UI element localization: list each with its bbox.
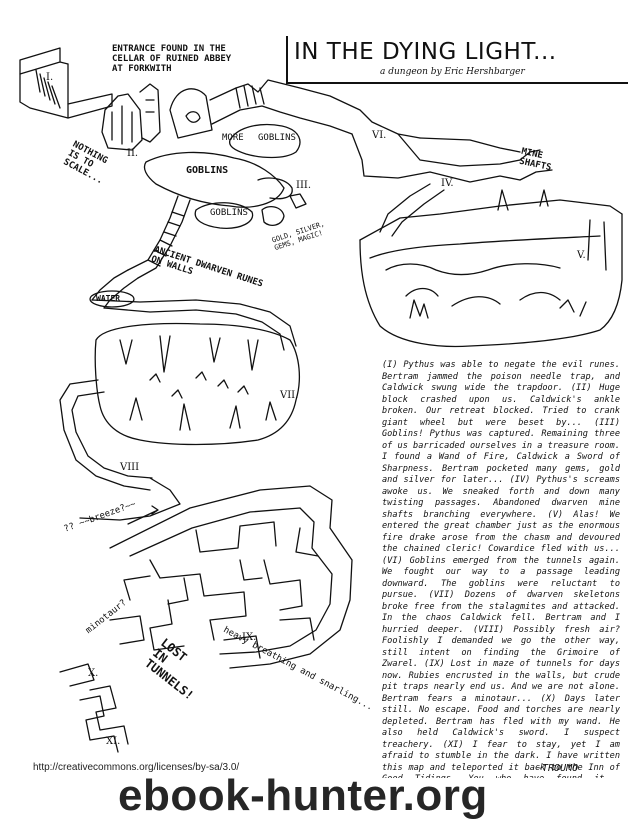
label-goblins-mid: GOBLINS — [186, 165, 229, 176]
numeral-i: I. — [46, 72, 54, 83]
water-pool — [89, 290, 135, 308]
signature: ~TROUMO — [536, 763, 579, 774]
narrative-paragraph: (I) Pythus was able to negate the evil r… — [382, 360, 620, 778]
title-box — [286, 36, 628, 84]
numeral-xi: XI. — [106, 736, 121, 747]
numeral-vii: VII. — [280, 390, 299, 401]
stair-from-goblins — [127, 195, 191, 279]
label-goblins-low: GOBLINS — [210, 208, 248, 218]
label-entrance: ENTRANCE FOUND IN THE CELLAR OF RUINED A… — [112, 44, 232, 74]
goblin-caves — [143, 123, 307, 229]
area-ii-statues — [101, 83, 213, 151]
license-url: http://creativecommons.org/licenses/by-s… — [33, 762, 240, 773]
upper-corridors — [209, 79, 521, 179]
numeral-iii: III. — [296, 180, 312, 191]
numeral-vi: VI. — [372, 130, 387, 141]
area-v-chasm — [359, 189, 623, 348]
numeral-iv: IV. — [441, 178, 454, 189]
breeze-arrow — [127, 505, 159, 525]
numeral-ix: IX. — [242, 632, 257, 643]
corridor-to-water — [91, 269, 297, 351]
area-ix-maze — [109, 485, 353, 669]
area-iv-mine-shafts — [379, 149, 553, 237]
page-title: IN THE DYING LIGHT... — [294, 39, 557, 65]
area-x-xi-tunnels — [59, 663, 129, 753]
numeral-viii: VIII — [120, 462, 140, 473]
area-i-entrance-stairs — [19, 47, 113, 119]
area-viii-corridor — [59, 379, 181, 521]
narrative-text-block: (I) Pythus was able to negate the evil r… — [382, 360, 620, 778]
subtitle: a dungeon by Eric Hershbarger — [380, 67, 525, 77]
numeral-x: X. — [88, 668, 99, 679]
area-vii-stalagmite-cavern — [94, 322, 301, 446]
label-goblins-upper: GOBLINS — [258, 133, 296, 143]
numeral-ii: II. — [127, 148, 139, 159]
label-more: MORE — [222, 133, 244, 143]
label-water: WATER — [96, 294, 121, 303]
watermark: ebook-hunter.org — [118, 771, 488, 820]
numeral-v: V. — [577, 250, 586, 261]
